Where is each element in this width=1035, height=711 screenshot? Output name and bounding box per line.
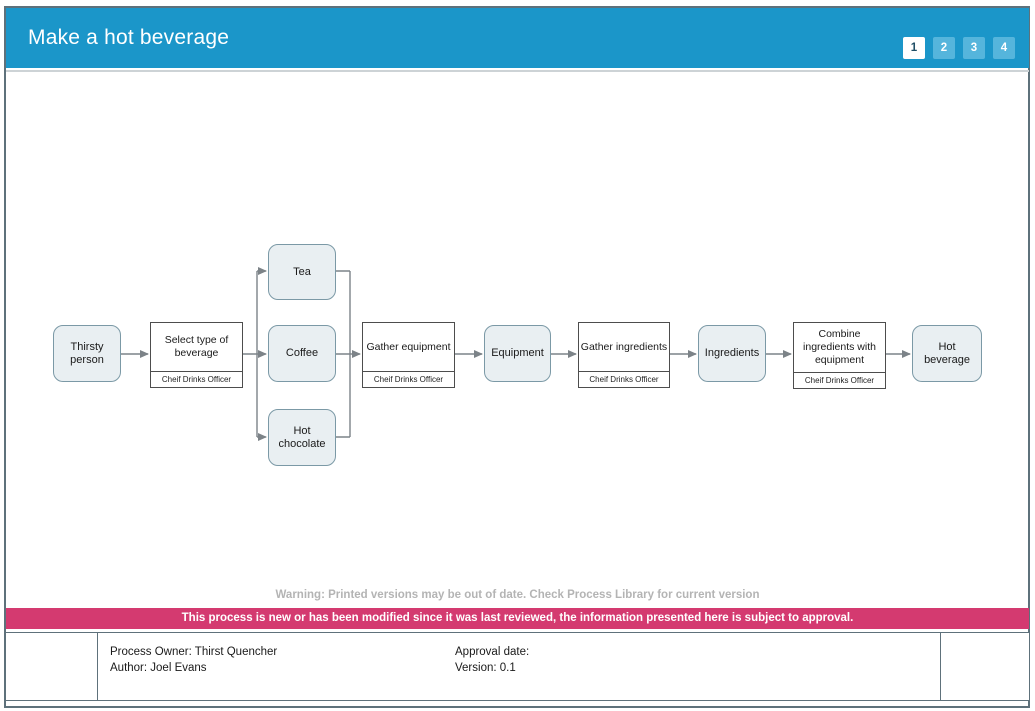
footer-version-block: Approval date: Version: 0.1 (455, 644, 529, 676)
header-divider (6, 70, 1029, 72)
node-combine-ingredients[interactable]: Combine ingredients with equipment Cheif… (793, 322, 886, 389)
printed-version-warning: Warning: Printed versions may be out of … (275, 589, 760, 601)
node-label: Select type of beverage (164, 334, 229, 359)
node-role: Cheif Drinks Officer (151, 371, 242, 387)
document-footer: Process Owner: Thirst Quencher Author: J… (6, 632, 1029, 701)
node-role: Cheif Drinks Officer (363, 371, 454, 387)
node-label: Gather ingredients (580, 340, 668, 353)
node-select-type-of-beverage[interactable]: Select type of beverage Cheif Drinks Off… (150, 322, 243, 388)
node-coffee[interactable]: Coffee (268, 325, 336, 382)
node-role: Cheif Drinks Officer (579, 371, 669, 387)
node-hot-beverage[interactable]: Hot beverage (912, 325, 982, 382)
node-hot-chocolate[interactable]: Hot chocolate (268, 409, 336, 466)
title-bar: Make a hot beverage 1 2 3 4 (6, 8, 1029, 68)
footer-divider-right (940, 633, 941, 700)
node-label: Gather equipment (366, 340, 451, 353)
node-role: Cheif Drinks Officer (794, 372, 885, 388)
footer-divider-left (97, 633, 98, 700)
node-tea[interactable]: Tea (268, 244, 336, 300)
process-owner: Process Owner: Thirst Quencher (110, 646, 278, 658)
node-label: Combine ingredients with equipment (803, 328, 876, 366)
page-selector: 1 2 3 4 (903, 37, 1015, 59)
page-button-3[interactable]: 3 (963, 37, 985, 59)
footer-owner-block: Process Owner: Thirst Quencher Author: J… (110, 644, 277, 676)
approval-status-banner: This process is new or has been modified… (6, 608, 1029, 629)
node-ingredients[interactable]: Ingredients (698, 325, 766, 382)
node-gather-ingredients[interactable]: Gather ingredients Cheif Drinks Officer (578, 322, 670, 388)
page-button-4[interactable]: 4 (993, 37, 1015, 59)
page-button-2[interactable]: 2 (933, 37, 955, 59)
page-title: Make a hot beverage (28, 26, 230, 49)
page-button-1[interactable]: 1 (903, 37, 925, 59)
node-equipment[interactable]: Equipment (484, 325, 551, 382)
author: Author: Joel Evans (110, 662, 207, 674)
version: Version: 0.1 (455, 662, 516, 674)
node-gather-equipment[interactable]: Gather equipment Cheif Drinks Officer (362, 322, 455, 388)
node-thirsty-person[interactable]: Thirsty person (53, 325, 121, 382)
approval-date: Approval date: (455, 646, 530, 658)
